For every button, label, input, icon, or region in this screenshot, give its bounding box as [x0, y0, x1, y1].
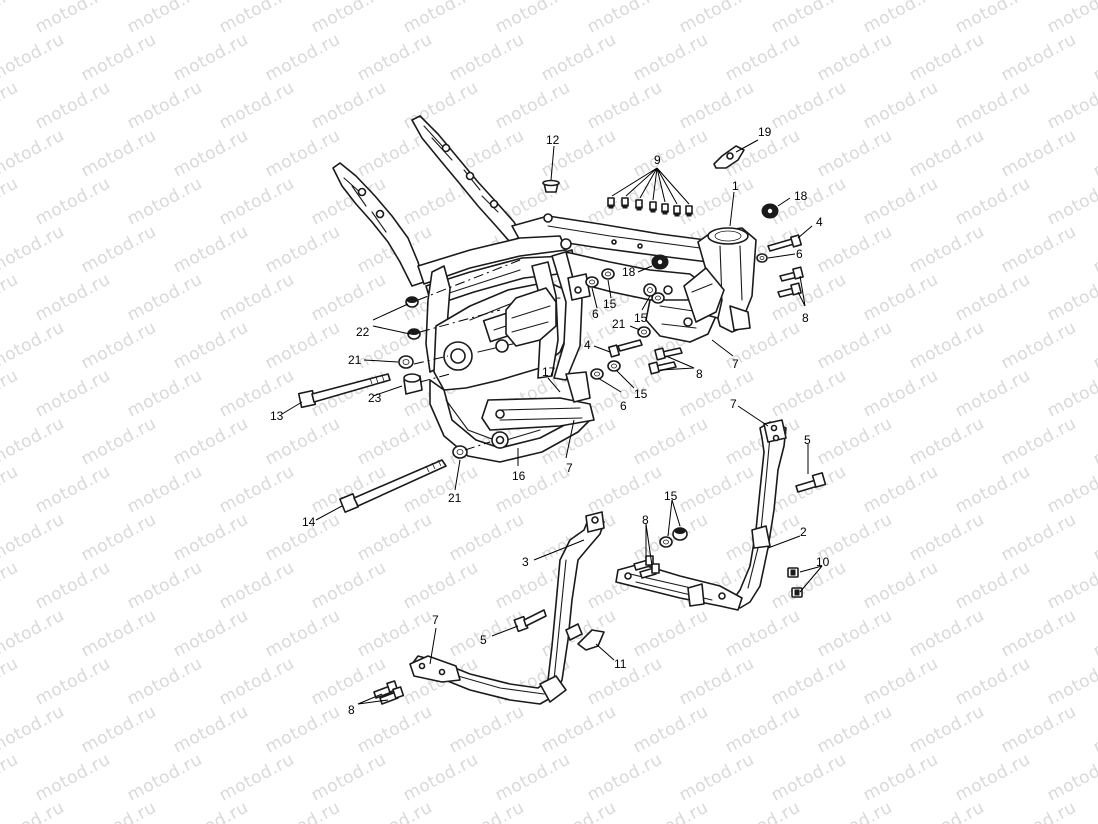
callout-part-14: 14	[302, 515, 316, 529]
callout-part-15c: 15	[634, 387, 648, 401]
callout-part-19: 19	[758, 125, 772, 139]
nut-22-upper	[405, 296, 419, 308]
washer-21-a	[637, 326, 651, 338]
engine-mount-bracket	[505, 287, 557, 347]
bolt-10-a	[787, 567, 799, 578]
callout-part-15d: 15	[664, 489, 678, 503]
washer-6-a	[756, 253, 768, 263]
callout-part-10: 10	[816, 555, 830, 569]
bearing-18-upper	[761, 203, 779, 219]
callout-part-8b: 8	[696, 367, 703, 381]
callout-part-21a: 21	[612, 317, 626, 331]
pivot-bolt-13	[297, 373, 391, 409]
callout-labels: 1 2 3 4 4 5 5 6 6 6 7 7 7 7 8 8 8 8 9 10…	[270, 125, 830, 717]
callout-part-7a: 7	[732, 357, 739, 371]
right-down-tube-2	[615, 419, 787, 611]
through-bolt-14	[339, 459, 447, 513]
callout-part-2: 2	[800, 525, 807, 539]
callout-part-6b: 6	[592, 307, 599, 321]
callout-part-21c: 21	[448, 491, 462, 505]
bolt-10-b	[791, 587, 803, 598]
callout-part-15b: 15	[634, 311, 648, 325]
plug-12	[542, 179, 560, 193]
washer-15-a	[601, 268, 615, 280]
bush-23	[403, 373, 423, 395]
bolts-8-left-tube	[373, 680, 405, 705]
callout-part-7b: 7	[566, 461, 573, 475]
washer-21-c	[452, 445, 468, 459]
nut-15-right-tube	[659, 527, 688, 548]
bolt-4-lower	[607, 339, 643, 358]
callout-part-7c: 7	[730, 397, 737, 411]
callout-part-18a: 18	[794, 189, 808, 203]
callout-part-8a: 8	[802, 311, 809, 325]
callout-part-17: 17	[542, 365, 556, 379]
callout-part-21b: 21	[348, 353, 362, 367]
callout-part-18b: 18	[622, 265, 636, 279]
bolt-5-right	[795, 472, 827, 493]
callout-part-16: 16	[512, 469, 526, 483]
cable-guide-19	[713, 145, 745, 169]
callout-part-3: 3	[522, 555, 529, 569]
washer-21-b	[398, 355, 414, 369]
washer-6-b	[585, 276, 599, 288]
callout-part-9: 9	[654, 153, 661, 167]
callout-part-5a: 5	[804, 433, 811, 447]
callout-part-23: 23	[368, 391, 382, 405]
bolts-8-right-tube	[633, 555, 660, 579]
reference-lines	[413, 259, 521, 451]
callout-part-4b: 4	[584, 338, 591, 352]
callout-part-15a: 15	[603, 297, 617, 311]
callout-part-6c: 6	[620, 399, 627, 413]
callout-part-7d: 7	[432, 613, 439, 627]
callout-part-13: 13	[270, 409, 284, 423]
bolts-8-centre	[648, 347, 683, 375]
nut-15-c	[643, 283, 665, 304]
washer-6-c	[590, 368, 604, 380]
callout-part-12: 12	[546, 133, 560, 147]
callout-part-8d: 8	[348, 703, 355, 717]
callout-part-4a: 4	[816, 215, 823, 229]
callout-part-6a: 6	[796, 247, 803, 261]
callout-part-11: 11	[614, 657, 627, 671]
bearing-18-lower	[651, 254, 669, 270]
left-down-tube-3	[409, 511, 605, 705]
callout-part-5b: 5	[480, 633, 487, 647]
callout-part-22: 22	[356, 325, 370, 339]
callout-part-8c: 8	[642, 513, 649, 527]
callout-part-1: 1	[732, 179, 739, 193]
bolts-8-head	[777, 266, 804, 298]
leader-lines	[281, 139, 823, 705]
washer-15-b	[607, 360, 621, 372]
bolt-5-left	[513, 609, 547, 633]
bolt-set-9	[607, 197, 693, 217]
